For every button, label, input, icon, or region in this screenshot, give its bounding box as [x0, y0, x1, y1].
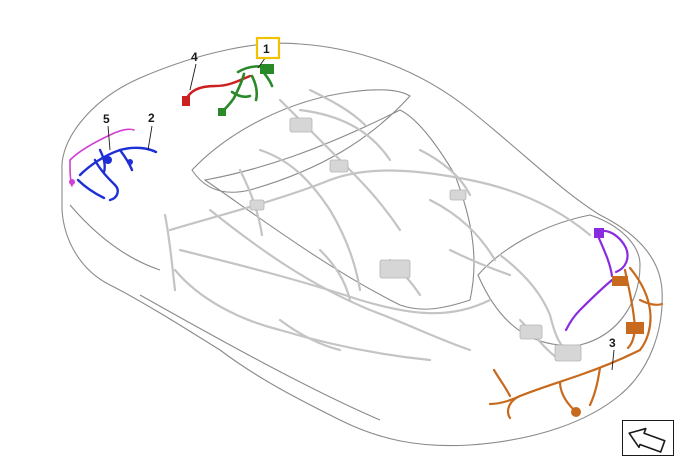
harness-2-blue	[76, 146, 158, 202]
callout-1: 1	[263, 42, 270, 56]
callout-2: 2	[148, 111, 155, 125]
windshield-outline	[191, 89, 411, 193]
chassis-connector-blocks	[249, 117, 582, 362]
callout-1-highlight	[255, 36, 281, 60]
car-body-outline	[61, 42, 663, 447]
cabin-outline	[203, 109, 475, 310]
callout-3: 3	[609, 336, 616, 350]
direction-arrow-icon	[622, 420, 674, 456]
harness-rear-purple	[564, 228, 629, 332]
side-sill-outline	[139, 294, 381, 421]
harness-1-green	[218, 64, 274, 116]
harness-3-orange	[488, 266, 664, 420]
chassis-harness-network	[163, 88, 592, 362]
callout-5: 5	[103, 112, 110, 126]
callout-4: 4	[191, 50, 198, 64]
harness-5-magenta	[69, 128, 135, 187]
